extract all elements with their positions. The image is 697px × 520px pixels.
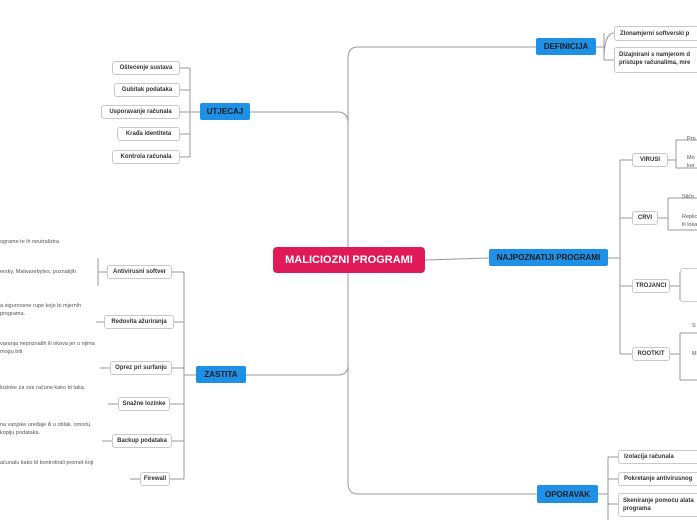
link-rootkit-notes — [670, 332, 697, 381]
zastita-item-oprez[interactable]: Oprez pri surfanju — [110, 361, 172, 375]
oporavak-item-pokretanje[interactable]: Pokretanje antivirusnog — [618, 472, 697, 486]
crvi-note-2: Replic ili loka — [682, 214, 697, 228]
link-crvi-notes — [658, 197, 697, 231]
link-virusi-notes — [668, 139, 697, 169]
firewall-note: ačunalu kako bi kontrolirali promet koji — [0, 460, 94, 466]
azuriranja-note: a sigurnosne rupe koje bi mjernih progra… — [0, 303, 82, 317]
definicija-item-1[interactable]: Zlonamjerni softverski p — [614, 26, 697, 41]
link-oporavak-items — [598, 456, 618, 520]
trojanci-note-box — [680, 268, 697, 302]
branch-definicija[interactable]: DEFINICIJA — [536, 38, 596, 55]
zastita-item-azuriranja[interactable]: Redovita ažuriranja — [104, 315, 174, 329]
link-root-zastita — [246, 260, 349, 376]
branch-zastita[interactable]: ZASTITA — [196, 366, 246, 383]
antivirusni-note-1: ograme te ih neutralizira — [0, 239, 60, 245]
najpoznatiji-item-trojanci[interactable]: TROJANCI — [632, 279, 670, 293]
najpoznatiji-item-virusi[interactable]: VIRUSI — [632, 153, 668, 167]
najpoznatiji-item-crvi[interactable]: CRVI — [632, 211, 658, 225]
oporavak-item-skeniranje[interactable]: Skeniranje pomoću alata programa — [618, 493, 697, 517]
zastita-item-firewall[interactable]: Firewall — [140, 472, 170, 486]
backup-note: na vanjske uređaje ili u oblak. omoću ko… — [0, 422, 91, 436]
branch-oporavak[interactable]: OPORAVAK — [537, 485, 598, 503]
virusi-note-2: Mo kor — [687, 155, 695, 169]
link-root-najpoznatiji — [424, 257, 490, 261]
oprez-note: varanja nepoznatih ili nkova jer u njima… — [0, 341, 95, 355]
crvi-note-1: Sličn — [682, 194, 694, 200]
link-root-left — [250, 111, 349, 261]
definicija-item-2[interactable]: Dizajnirani s namjerom d pristupe računa… — [614, 47, 697, 73]
oporavak-item-izolacija[interactable]: Izolacija računala — [618, 450, 697, 464]
antivirusni-note-2: ersky, Malwarebytes, poznatijih — [0, 269, 77, 275]
branch-utjecaj[interactable]: UTJECAJ — [200, 103, 250, 120]
branch-najpoznatiji[interactable]: NAJPOZNATIJI PROGRAMI — [489, 249, 608, 266]
link-zastita-items — [170, 271, 196, 480]
utjecaj-item-kradja[interactable]: Krađa identiteta — [117, 127, 180, 141]
link-najpoznatiji-items — [608, 159, 632, 355]
zastita-item-backup[interactable]: Backup podataka — [112, 434, 172, 448]
rootkit-note-1: S a — [692, 323, 697, 329]
najpoznatiji-item-rootkit[interactable]: ROOTKIT — [632, 347, 670, 361]
zastita-item-antivirusni[interactable]: Antivirusni softver — [107, 265, 172, 279]
utjecaj-item-osecenje[interactable]: Oštećenje sustava — [112, 61, 180, 75]
virusi-note-1: Pro — [687, 136, 696, 142]
rootkit-note-2: M o — [692, 351, 697, 357]
link-zastita-notes — [96, 258, 140, 480]
link-definicija-items — [596, 32, 615, 61]
lozinke-note: lozinke za sve račune kako bi taka. — [0, 385, 86, 391]
link-spine-right — [347, 46, 536, 260]
root-node[interactable]: MALICIOZNI PROGRAMI — [273, 247, 425, 273]
utjecaj-item-gubitak[interactable]: Gubitak podataka — [114, 83, 180, 97]
utjecaj-item-kontrola[interactable]: Kontrola računala — [112, 150, 180, 164]
link-utjecaj-items — [180, 67, 200, 158]
zastita-item-lozinke[interactable]: Snažne lozinke — [118, 397, 170, 411]
utjecaj-item-usporavanje[interactable]: Usporavanje računala — [101, 105, 180, 119]
link-spine-right-low — [347, 260, 537, 495]
